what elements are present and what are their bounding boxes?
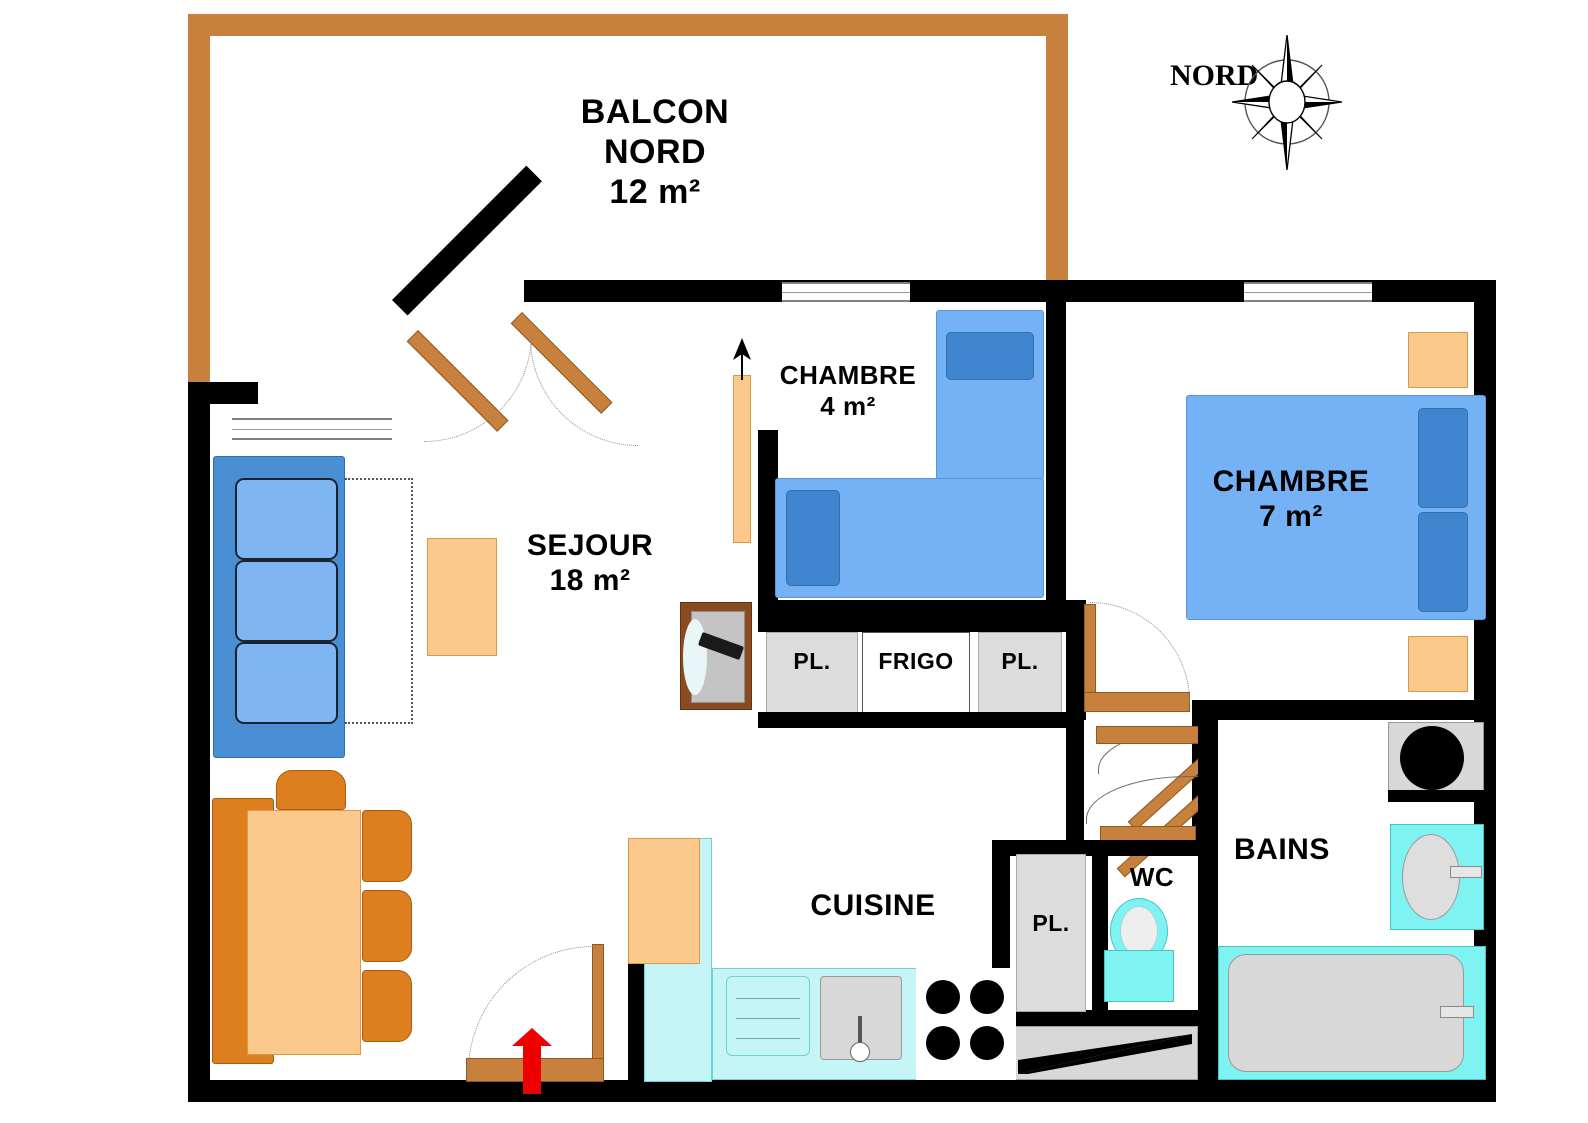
chambre7-name: CHAMBRE bbox=[1212, 465, 1370, 498]
wall-chambre4-bottom bbox=[758, 600, 1066, 620]
double-bed-pillow-1 bbox=[1418, 408, 1468, 508]
wall-cuisine-left bbox=[628, 962, 644, 1082]
closet-pl1-label: PL. bbox=[793, 648, 831, 674]
tv-glow bbox=[683, 619, 707, 695]
bed-horizontal-pillow bbox=[786, 490, 840, 586]
balcony-rail-right bbox=[1046, 14, 1068, 294]
balcony-door-left-arc bbox=[424, 334, 532, 442]
sofa-cushion-2 bbox=[235, 560, 338, 642]
entrance-arrow-icon bbox=[512, 1028, 552, 1094]
sofa-bed-extension bbox=[345, 478, 413, 724]
burner-4 bbox=[970, 1026, 1004, 1060]
burner-2 bbox=[970, 980, 1004, 1014]
kitchen-faucet-head bbox=[850, 1042, 870, 1062]
sofa-cushion-1 bbox=[235, 478, 338, 560]
closet-pl2-label: PL. bbox=[1001, 648, 1039, 674]
compass: NORD bbox=[1170, 35, 1342, 170]
room-label-bains: BAINS bbox=[1234, 833, 1330, 866]
wall-under-closets bbox=[758, 712, 1066, 728]
compass-label: NORD bbox=[1170, 59, 1259, 92]
wall-chambre7-bottom bbox=[1192, 700, 1496, 720]
wall-chambre4-right bbox=[1046, 300, 1066, 620]
drainer-line-2 bbox=[736, 1018, 800, 1019]
wall-left bbox=[188, 412, 210, 1102]
compass-rose-icon bbox=[1232, 35, 1342, 170]
balcon-name2: NORD bbox=[603, 133, 707, 172]
nightstand-bottom bbox=[1408, 636, 1468, 692]
toilet-tank bbox=[1104, 950, 1174, 1002]
balcon-name: BALCON bbox=[580, 93, 730, 131]
hall-door-b-arc bbox=[1086, 776, 1200, 824]
balcony-rail-top bbox=[188, 14, 1068, 36]
room-label-wc: WC bbox=[1129, 862, 1175, 892]
room-label-chambre4: CHAMBRE 4 m² bbox=[772, 360, 924, 421]
closet-pl3 bbox=[1016, 854, 1086, 1012]
burner-1 bbox=[926, 980, 960, 1014]
sofa-cushion-3 bbox=[235, 642, 338, 724]
fridge bbox=[862, 632, 970, 718]
balcony-door-right-arc bbox=[530, 338, 638, 446]
coffee-table bbox=[427, 538, 497, 656]
wall-chambre7-left bbox=[1066, 600, 1086, 720]
chambre7-door-arc bbox=[1090, 602, 1190, 702]
room-label-balcon: BALCON NORD 12 m² bbox=[470, 92, 840, 212]
burner-3 bbox=[926, 1026, 960, 1060]
television bbox=[680, 602, 752, 710]
kitchen-cabinet-upper bbox=[628, 838, 700, 964]
chair-right-1 bbox=[362, 810, 412, 882]
sejour-area: 18 m² bbox=[549, 564, 631, 598]
hall-threshold-top bbox=[1096, 726, 1200, 744]
chair-right-2 bbox=[362, 890, 412, 962]
balcon-area: 12 m² bbox=[609, 173, 701, 212]
closet-pl2 bbox=[978, 632, 1062, 714]
chambre4-area: 4 m² bbox=[820, 390, 876, 421]
room-label-cuisine: CUISINE bbox=[810, 889, 936, 922]
wall-under-washer bbox=[1388, 790, 1496, 802]
double-bed-pillow-2 bbox=[1418, 512, 1468, 612]
wall-bains-left bbox=[1198, 720, 1218, 1082]
window-sejour bbox=[232, 418, 392, 440]
wall-wc-bottom bbox=[992, 1010, 1198, 1026]
slope-indicator-icon bbox=[1018, 1034, 1192, 1074]
kitchen-drainer bbox=[726, 976, 810, 1056]
drainer-line-1 bbox=[736, 998, 800, 999]
wall-chambre4-left bbox=[758, 430, 778, 620]
dining-table bbox=[247, 810, 361, 1055]
sejour-name: SEJOUR bbox=[526, 529, 654, 562]
wall-diagonal bbox=[392, 165, 542, 316]
balcony-rail-left bbox=[188, 14, 210, 384]
nightstand-top bbox=[1408, 332, 1468, 388]
toilet-bowl-inner bbox=[1120, 906, 1158, 956]
chair-right-3 bbox=[362, 970, 412, 1042]
washing-machine-drum-icon bbox=[1400, 726, 1464, 790]
chair-top bbox=[276, 770, 346, 810]
sliding-door-arrow-icon bbox=[733, 338, 751, 380]
window-chambre4 bbox=[782, 282, 910, 302]
kitchen-faucet-icon bbox=[858, 1016, 862, 1048]
bathtub-tap-icon bbox=[1440, 1006, 1474, 1018]
wall-hall-left bbox=[1066, 720, 1084, 840]
fridge-label: FRIGO bbox=[878, 648, 954, 674]
wash-basin-tap-icon bbox=[1450, 866, 1482, 878]
sliding-door-chambre4[interactable] bbox=[733, 375, 751, 543]
chambre4-name: CHAMBRE bbox=[779, 360, 917, 390]
room-label-chambre7: CHAMBRE 7 m² bbox=[1186, 464, 1396, 535]
wall-bottom bbox=[188, 1080, 1496, 1102]
closet-pl3-label: PL. bbox=[1032, 910, 1070, 936]
bathtub bbox=[1228, 954, 1464, 1072]
window-chambre7 bbox=[1244, 282, 1372, 302]
closet-pl1 bbox=[766, 632, 858, 714]
room-label-sejour: SEJOUR 18 m² bbox=[490, 528, 690, 599]
bed-vertical-pillow bbox=[946, 332, 1034, 380]
wash-basin-bowl bbox=[1402, 834, 1460, 920]
wall-closet-row bbox=[758, 618, 1066, 632]
wall-corner-left bbox=[188, 382, 258, 404]
drainer-line-3 bbox=[736, 1038, 800, 1039]
chambre7-area: 7 m² bbox=[1259, 500, 1323, 534]
